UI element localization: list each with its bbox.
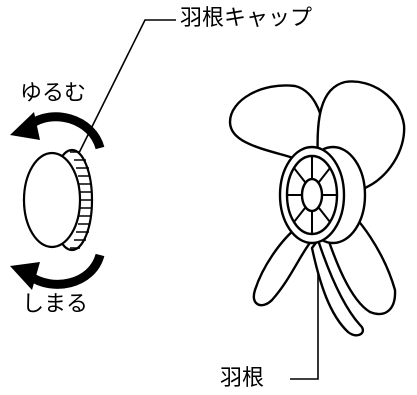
- tighten-label: しまる: [22, 292, 89, 317]
- loosen-arrow-icon: [10, 112, 105, 150]
- loosen-label: ゆるむ: [20, 81, 87, 106]
- fan-blade-drawing: [228, 80, 406, 337]
- blade-cap-drawing: [22, 148, 94, 252]
- blade-label: 羽根: [220, 366, 265, 391]
- cap-label: 羽根キャップ: [180, 6, 313, 31]
- tighten-arrow-icon: [10, 253, 105, 290]
- cap-leader-line: [72, 19, 176, 166]
- blade-leader-line: [290, 246, 319, 380]
